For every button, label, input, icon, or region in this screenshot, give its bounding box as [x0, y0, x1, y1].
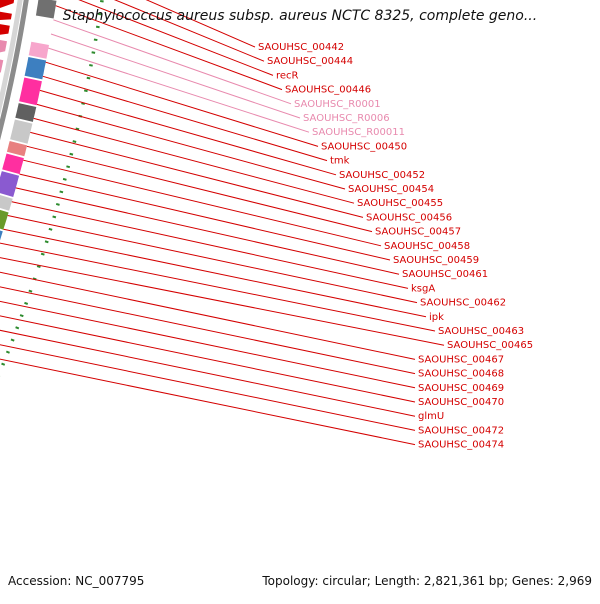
leader-SAOUHSC_00458 [23, 159, 382, 247]
feature-label-SAOUHSC_00442: SAOUHSC_00442 [258, 42, 344, 53]
feature-label-SAOUHSC_00456: SAOUHSC_00456 [366, 212, 452, 223]
feature-label-SAOUHSC_00444: SAOUHSC_00444 [267, 56, 353, 67]
leader-SAOUHSC_00468 [0, 286, 416, 375]
leader-SAOUHSC_R0001 [53, 19, 292, 105]
cog-segment-12 [6, 141, 28, 157]
cog-segment-13 [2, 153, 24, 175]
map-title: Staphylococcus aureus subsp. aureus NCTC… [62, 8, 538, 24]
gene-arrow-5 [0, 0, 15, 9]
feature-label-SAOUHSC_00446: SAOUHSC_00446 [285, 85, 371, 96]
cog-segment-11 [10, 119, 33, 144]
feature-label-SAOUHSC_00455: SAOUHSC_00455 [357, 198, 443, 209]
leader-ksgA [11, 201, 409, 289]
leader-SAOUHSC_00457 [26, 145, 373, 233]
cog-tracks [0, 0, 57, 241]
feature-label-glmU: glmU [418, 411, 444, 422]
gene-arrow-6 [0, 11, 12, 21]
cog-segment-7 [28, 41, 49, 59]
leader-SAOUHSC_00462 [7, 215, 418, 304]
leader-SAOUHSC_R00011 [48, 47, 310, 133]
leader-SAOUHSC_00442 [145, 0, 256, 48]
feature-label-SAOUHSC_00465: SAOUHSC_00465 [447, 340, 533, 351]
feature-label-SAOUHSC_00454: SAOUHSC_00454 [348, 184, 434, 195]
feature-label-SAOUHSC_00457: SAOUHSC_00457 [375, 227, 461, 238]
feature-label-SAOUHSC_00463: SAOUHSC_00463 [438, 326, 524, 337]
gene-track [0, 0, 15, 73]
cog-segment-15 [0, 195, 13, 211]
feature-label-SAOUHSC_00474: SAOUHSC_00474 [418, 440, 504, 451]
feature-label-SAOUHSC_R0006: SAOUHSC_R0006 [303, 113, 390, 124]
feature-label-SAOUHSC_00468: SAOUHSC_00468 [418, 369, 504, 380]
accession-text: Accession: NC_007795 [8, 574, 145, 588]
leader-SAOUHSC_00446 [55, 5, 283, 91]
gene-arrow-7 [0, 24, 10, 35]
feature-label-SAOUHSC_00452: SAOUHSC_00452 [339, 170, 425, 181]
label-leaders [0, 0, 445, 446]
rna-arrow-8 [0, 39, 7, 53]
feature-label-SAOUHSC_00462: SAOUHSC_00462 [420, 298, 506, 309]
leader-ipk [3, 228, 427, 318]
cog-segment-14 [0, 171, 20, 197]
leader-SAOUHSC_00467 [0, 271, 416, 360]
feature-label-SAOUHSC_00470: SAOUHSC_00470 [418, 397, 504, 408]
rna-arrow-9 [0, 59, 4, 73]
leader-SAOUHSC_00465 [0, 257, 445, 346]
leader-tmk [42, 75, 328, 162]
leader-glmU [0, 329, 416, 417]
leader-SAOUHSC_00469 [0, 300, 416, 389]
leader-SAOUHSC_00452 [39, 89, 337, 176]
feature-label-SAOUHSC_R00011: SAOUHSC_R00011 [312, 127, 405, 138]
feature-label-SAOUHSC_00459: SAOUHSC_00459 [393, 255, 479, 266]
leader-SAOUHSC_00474 [0, 358, 416, 446]
leader-SAOUHSC_R0006 [50, 33, 301, 119]
cog-segment-8 [24, 57, 47, 80]
feature-label-recR: recR [276, 70, 299, 81]
leader-SAOUHSC_00461 [15, 187, 400, 275]
cog-segment-10 [15, 103, 37, 122]
leader-SAOUHSC_00454 [36, 103, 346, 190]
feature-label-SAOUHSC_00469: SAOUHSC_00469 [418, 383, 504, 394]
feature-label-SAOUHSC_00472: SAOUHSC_00472 [418, 425, 504, 436]
leader-SAOUHSC_00472 [0, 344, 416, 431]
leader-SAOUHSC_00455 [33, 117, 355, 204]
leader-SAOUHSC_00456 [30, 131, 364, 218]
cog-segment-9 [19, 77, 42, 106]
leader-SAOUHSC_00470 [0, 315, 416, 403]
leader-recR [78, 0, 274, 76]
feature-label-ipk: ipk [429, 312, 444, 323]
feature-label-SAOUHSC_00450: SAOUHSC_00450 [321, 141, 407, 152]
cog-segment-5 [35, 0, 57, 19]
feature-label-tmk: tmk [330, 156, 350, 167]
leader-SAOUHSC_00444 [113, 0, 265, 62]
cog-segment-16 [0, 209, 9, 230]
genome-summary-text: Topology: circular; Length: 2,821,361 bp… [262, 574, 592, 588]
feature-label-SAOUHSC_00461: SAOUHSC_00461 [402, 269, 488, 280]
leader-SAOUHSC_00450 [45, 61, 319, 147]
feature-label-SAOUHSC_R0001: SAOUHSC_R0001 [294, 99, 381, 110]
cog-segment-17 [0, 230, 3, 241]
leader-SAOUHSC_00459 [19, 173, 391, 261]
leader-SAOUHSC_00463 [0, 242, 436, 332]
feature-label-SAOUHSC_00467: SAOUHSC_00467 [418, 354, 504, 365]
feature-label-SAOUHSC_00458: SAOUHSC_00458 [384, 241, 470, 252]
feature-label-ksgA: ksgA [411, 283, 435, 294]
